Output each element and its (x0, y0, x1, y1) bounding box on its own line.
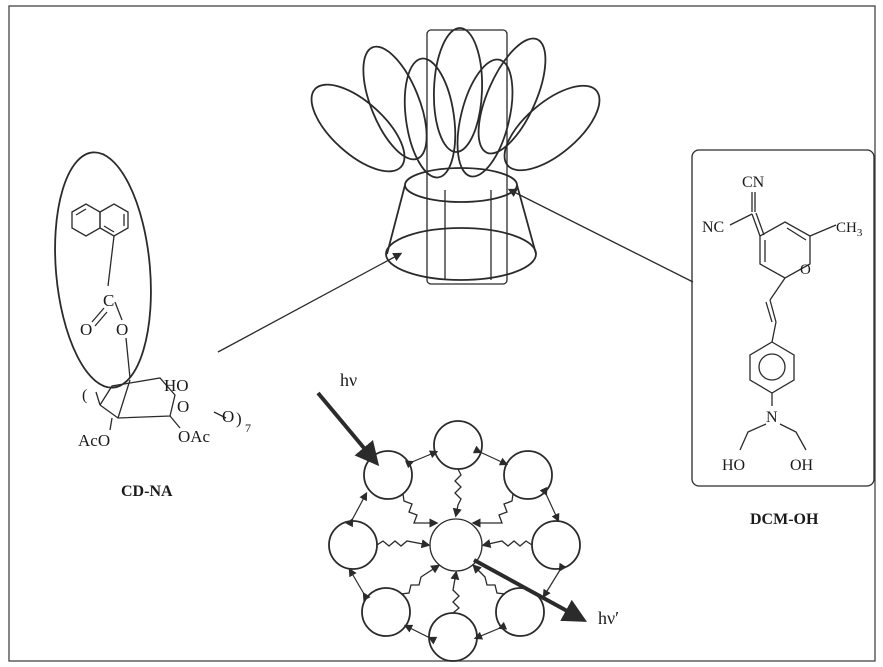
petal (350, 38, 439, 167)
ester-oxygen: O (116, 320, 128, 339)
amine-nitrogen: N (766, 409, 778, 426)
dcm-oh-label: DCM-OH (750, 511, 819, 528)
cd-na-label: CD-NA (121, 483, 173, 500)
repeat-count: 7 (245, 421, 251, 435)
transfer-wave (455, 469, 461, 515)
donor-circle (434, 421, 482, 469)
transfer-wave (403, 494, 436, 523)
ethyl-arm-right (780, 424, 806, 450)
cone-bottom-rim (386, 228, 536, 280)
bond (115, 302, 122, 320)
double-bond (787, 228, 806, 240)
bond (126, 338, 130, 378)
cyclodextrin-assembly (298, 27, 614, 284)
double-bond (76, 209, 86, 215)
cyano-left: NC (702, 219, 724, 236)
naphthalene-ring (72, 204, 100, 236)
petal (447, 54, 523, 182)
petal (491, 71, 613, 185)
excitation-label: hν (340, 370, 357, 390)
methyl-label: CH3 (836, 220, 863, 239)
petal (298, 70, 419, 186)
double-bond (752, 214, 760, 236)
dcm-oh-box (692, 150, 874, 486)
naphthalene-ellipse (46, 148, 160, 391)
double-bond (92, 308, 104, 322)
connector-dcm-to-cone (510, 190, 693, 282)
ethyl-arm-left (740, 424, 766, 450)
migration-arrow (544, 570, 560, 596)
transfer-wave (474, 494, 513, 523)
cone-side-left (387, 185, 405, 254)
bond (96, 392, 100, 405)
figure-border (9, 6, 875, 661)
acceptor-circle (430, 519, 482, 571)
acetoxy-right: OAc (178, 427, 211, 446)
donor-circle (504, 451, 552, 499)
cd-na-structure: O C O ( HO O OAc AcO O ) 7 (46, 148, 251, 450)
bracket: ) (236, 409, 242, 428)
cone-top-rim (405, 168, 517, 202)
carbonyl-oxygen: O (80, 320, 92, 339)
emission-arrow (474, 560, 580, 618)
migration-arrow (412, 452, 436, 462)
emission-label: hν′ (598, 608, 619, 628)
benzene-ring (750, 342, 794, 393)
transfer-wave (401, 566, 438, 594)
bond (108, 236, 114, 286)
bond (772, 322, 776, 342)
migration-arrow (476, 628, 500, 638)
acetoxy-left: AcO (78, 431, 110, 450)
donor-circle (429, 613, 477, 661)
bond (810, 225, 836, 236)
bond (110, 418, 112, 430)
bridge-oxygen: O (222, 407, 234, 426)
donor-circle (532, 521, 580, 569)
migration-arrows (350, 452, 560, 638)
carbonyl-carbon: C (103, 291, 114, 310)
transfer-wave (484, 541, 532, 546)
bond (730, 214, 752, 225)
migration-arrow (480, 452, 506, 464)
transfer-wave (377, 541, 428, 546)
connector-cdna-to-cone (218, 254, 400, 352)
migration-arrow (352, 494, 366, 520)
bracket: ( (82, 387, 87, 404)
donor-circle (329, 521, 377, 569)
hydroxyl-left: HO (722, 457, 745, 474)
double-bond (756, 213, 764, 235)
hydroxyl-right: OH (790, 457, 814, 474)
double-bond (95, 312, 107, 326)
aromatic-circle (759, 354, 785, 380)
cyano-top: CN (742, 174, 765, 191)
donor-circle (362, 588, 410, 636)
dcm-oh-structure: CN NC O CH3 N HO OH (692, 150, 874, 486)
migration-arrow (406, 626, 430, 638)
energy-transfer-diagram: hν hν′ (318, 370, 619, 661)
bond (770, 278, 785, 300)
migration-arrow (546, 494, 558, 520)
donor-circle (364, 451, 412, 499)
migration-arrow (350, 570, 364, 594)
excitation-arrow (318, 393, 374, 460)
pyran-oxygen: O (800, 262, 811, 278)
ring-oxygen: O (177, 397, 189, 416)
transfer-wave (453, 573, 459, 613)
hydroxyl-label: HO (164, 376, 189, 395)
